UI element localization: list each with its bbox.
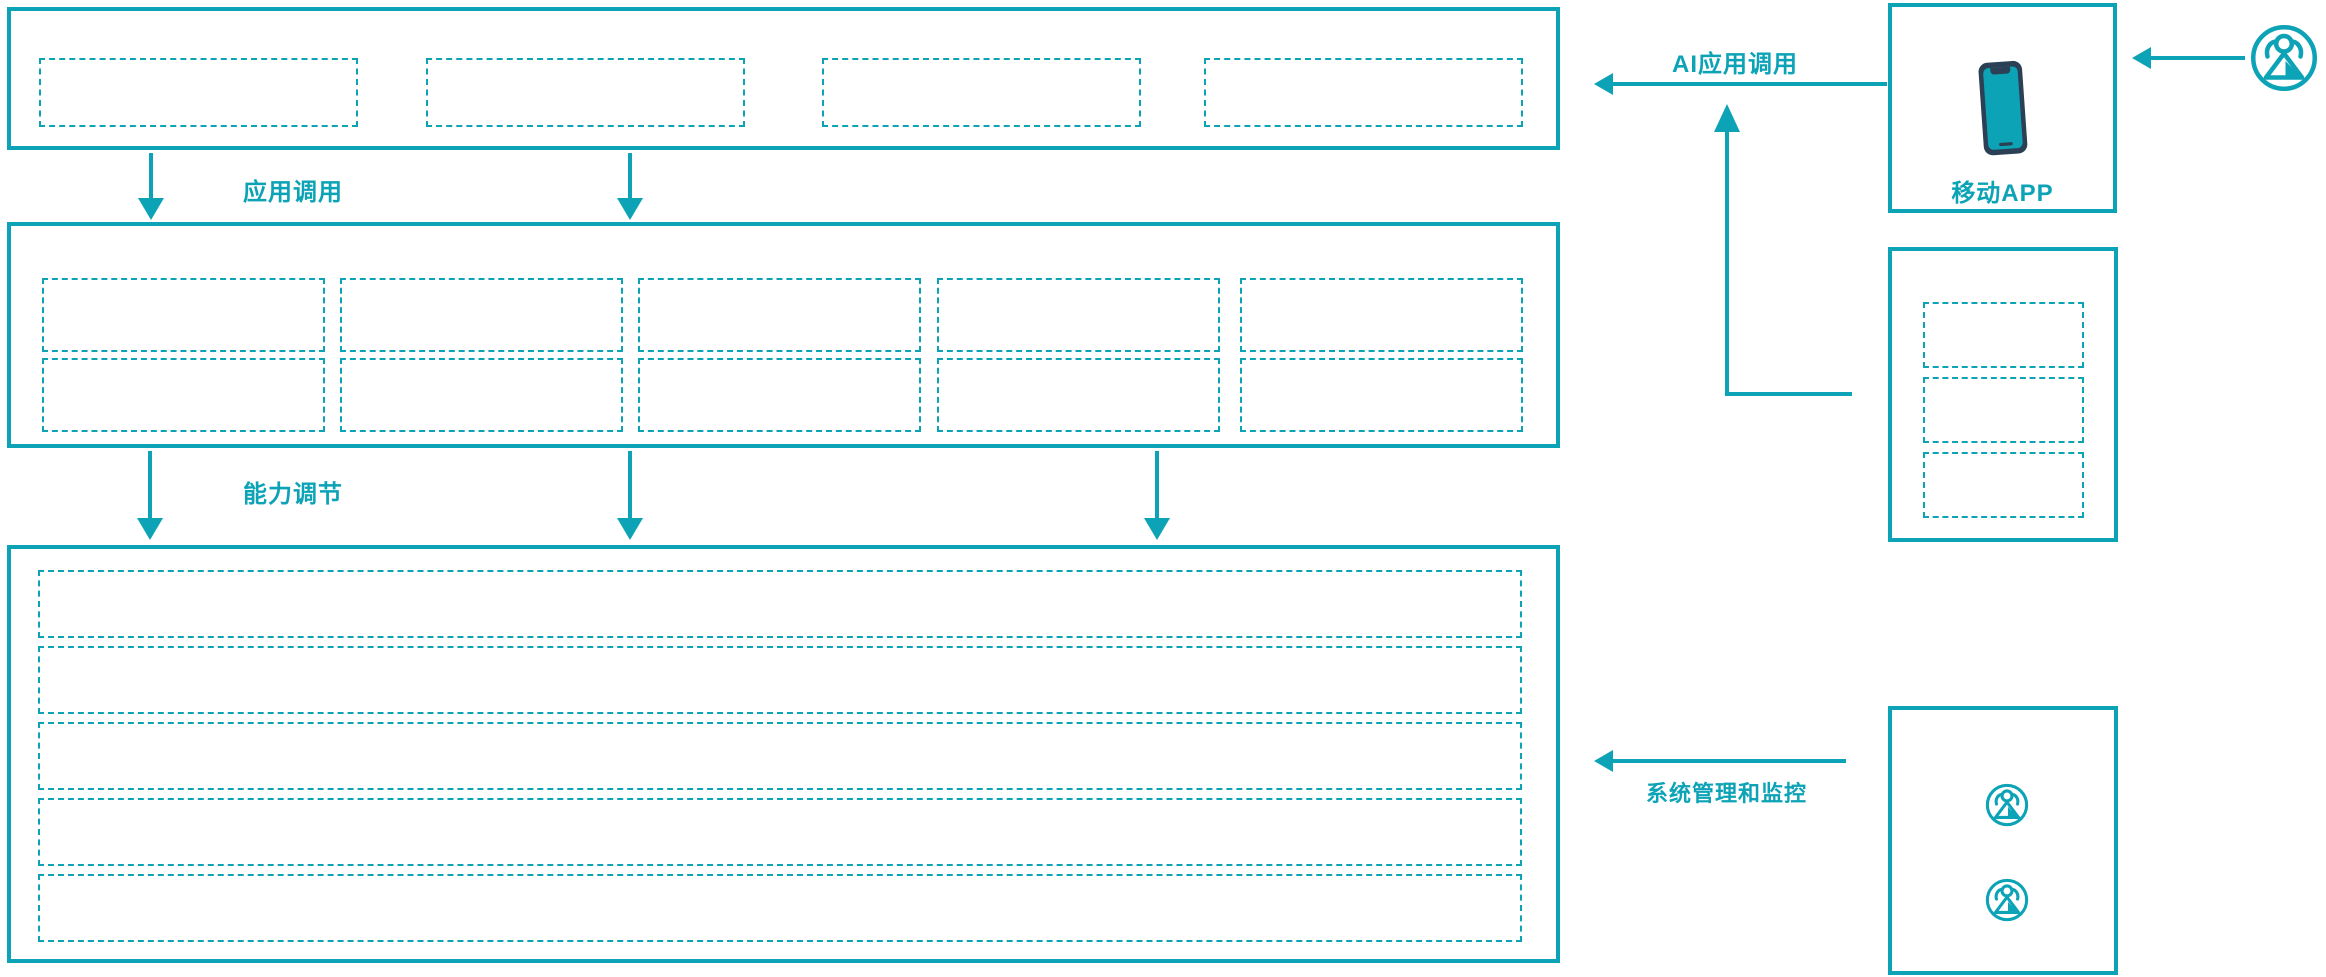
placeholder-row <box>38 722 1522 790</box>
mobile-app-box: 移动APP <box>1888 3 2117 213</box>
flow-label-capability-adjust: 能力调节 <box>243 481 343 508</box>
placeholder-box <box>340 358 623 432</box>
placeholder-box <box>1240 358 1523 432</box>
placeholder-row <box>38 646 1522 714</box>
arrow-left-system-management <box>1594 750 1846 772</box>
placeholder-row <box>38 570 1522 638</box>
placeholder-box <box>638 278 921 352</box>
top-layer-panel <box>7 7 1560 150</box>
placeholder-row <box>38 874 1522 942</box>
placeholder-box <box>822 58 1141 127</box>
placeholder-box <box>42 358 325 432</box>
right-operations-box <box>1888 706 2118 975</box>
arrow-down-capability-1 <box>137 451 163 540</box>
placeholder-box <box>1923 377 2084 443</box>
flow-label-app-call: 应用调用 <box>243 179 343 206</box>
users-circle-icon <box>1984 782 2030 828</box>
placeholder-box <box>39 58 358 127</box>
arrow-down-capability-3 <box>1144 451 1170 540</box>
users-circle-icon <box>1984 877 2030 923</box>
arrow-left-user-to-app <box>2132 47 2245 69</box>
mobile-phone-icon <box>1975 59 2031 159</box>
arrow-down-app-call-2 <box>617 153 643 220</box>
middle-layer-panel <box>7 222 1560 448</box>
bottom-layer-panel <box>7 545 1560 963</box>
placeholder-box <box>1204 58 1523 127</box>
placeholder-box <box>937 278 1220 352</box>
placeholder-box <box>1923 452 2084 518</box>
connector-gateway-up <box>1714 104 1852 396</box>
placeholder-box <box>1240 278 1523 352</box>
placeholder-box <box>340 278 623 352</box>
placeholder-box <box>638 358 921 432</box>
placeholder-box <box>42 278 325 352</box>
flow-label-system-management: 系统管理和监控 <box>1646 781 1808 806</box>
placeholder-row <box>38 798 1522 866</box>
flow-label-ai-app-call: AI应用调用 <box>1672 51 1798 78</box>
right-gateway-box <box>1888 247 2118 542</box>
mobile-app-label: 移动APP <box>1951 180 2054 207</box>
users-circle-icon <box>2248 22 2320 94</box>
placeholder-box <box>426 58 745 127</box>
arrow-down-capability-2 <box>617 451 643 540</box>
placeholder-box <box>937 358 1220 432</box>
placeholder-box <box>1923 302 2084 368</box>
arrow-down-app-call-1 <box>138 153 164 220</box>
